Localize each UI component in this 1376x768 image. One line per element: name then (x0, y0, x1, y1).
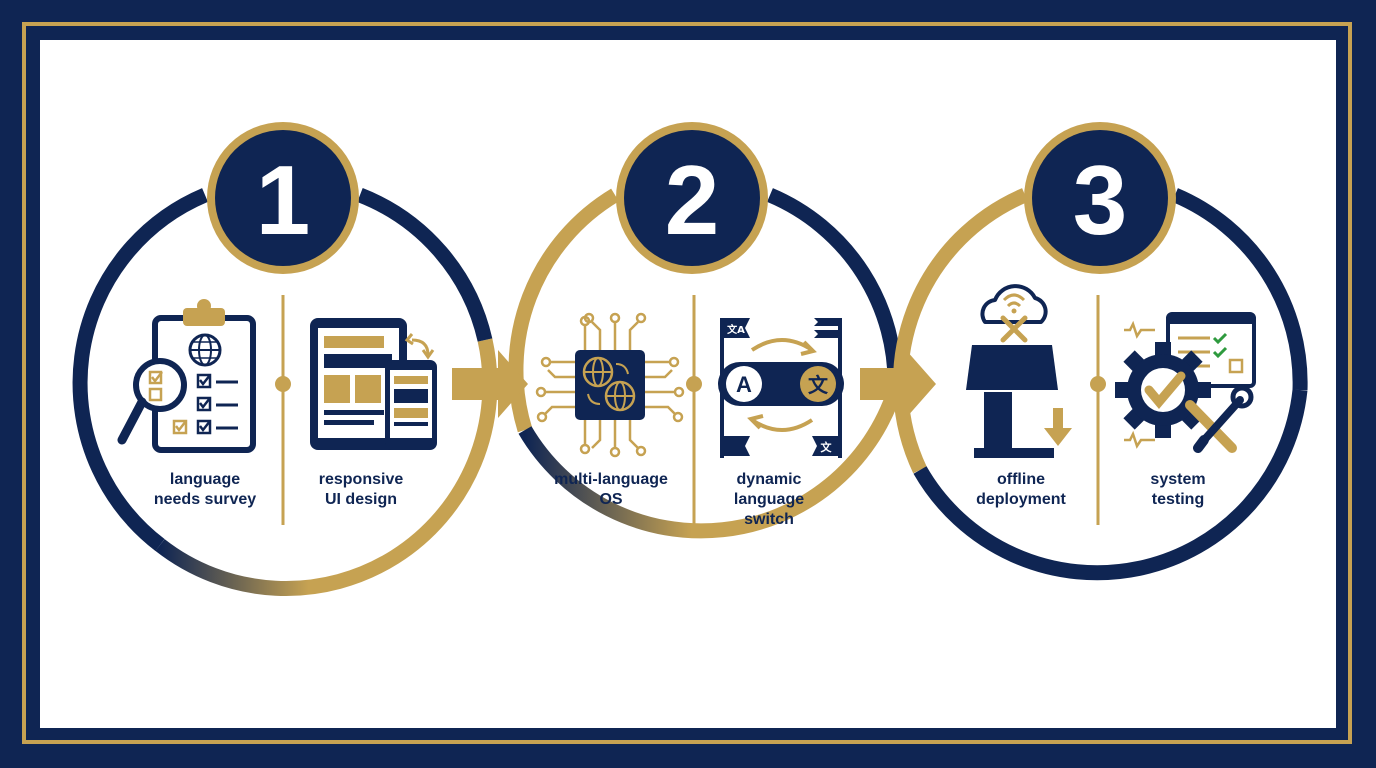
step-1-ring (72, 188, 498, 596)
language-toggle-icon: 文A 文 A 文 (718, 318, 844, 458)
gear-check-icon (1115, 312, 1256, 453)
label-line: UI design (324, 491, 397, 508)
arrow-2-to-3 (860, 350, 936, 418)
chip-globe-icon (535, 312, 685, 458)
label-system-testing: system testing (1103, 470, 1253, 510)
chip-circuit-traces (535, 312, 685, 458)
toggle-corner-bottom: 文 (821, 440, 833, 454)
kiosk-offline-icon (966, 284, 1072, 458)
label-responsive-ui-design: responsive UI design (286, 470, 436, 510)
label-line: deployment (976, 491, 1066, 508)
toggle-left-glyph: A (736, 372, 752, 397)
step-3-badge: 3 (1024, 122, 1176, 274)
step-2-number: 2 (665, 145, 720, 255)
label-line: responsive (318, 471, 404, 488)
step-1-divider (275, 295, 291, 525)
label-line: dynamic (736, 471, 802, 488)
step-3-ring (893, 188, 1308, 581)
label-line: multi-language (554, 471, 668, 488)
gold-border (22, 22, 1352, 744)
step-1-badge: 1 (207, 122, 359, 274)
toggle-corner-top: 文A (727, 323, 745, 336)
label-line: language (169, 471, 241, 488)
label-line: needs survey (153, 491, 257, 508)
label-dynamic-language-switch: dynamic language switch (694, 470, 844, 530)
step-1-number: 1 (256, 145, 311, 255)
label-language-needs-survey: language needs survey (130, 470, 280, 510)
label-line: switch (744, 511, 794, 528)
toggle-right-glyph: 文 (808, 373, 829, 397)
label-multi-language-os: multi-language OS (536, 470, 686, 510)
label-line: testing (1151, 491, 1205, 508)
label-offline-deployment: offline deployment (946, 470, 1096, 510)
responsive-devices-icon (310, 318, 437, 450)
label-line: OS (599, 491, 623, 508)
step-2-badge: 2 (616, 122, 768, 274)
label-line: offline (997, 471, 1045, 488)
step-3-number: 3 (1073, 145, 1128, 255)
label-line: language (733, 491, 805, 508)
label-line: system (1150, 471, 1206, 488)
step-3-divider (1090, 295, 1106, 525)
arrow-1-to-2 (452, 350, 528, 418)
clipboard-survey-icon (117, 299, 256, 453)
step-2-divider (686, 295, 702, 525)
